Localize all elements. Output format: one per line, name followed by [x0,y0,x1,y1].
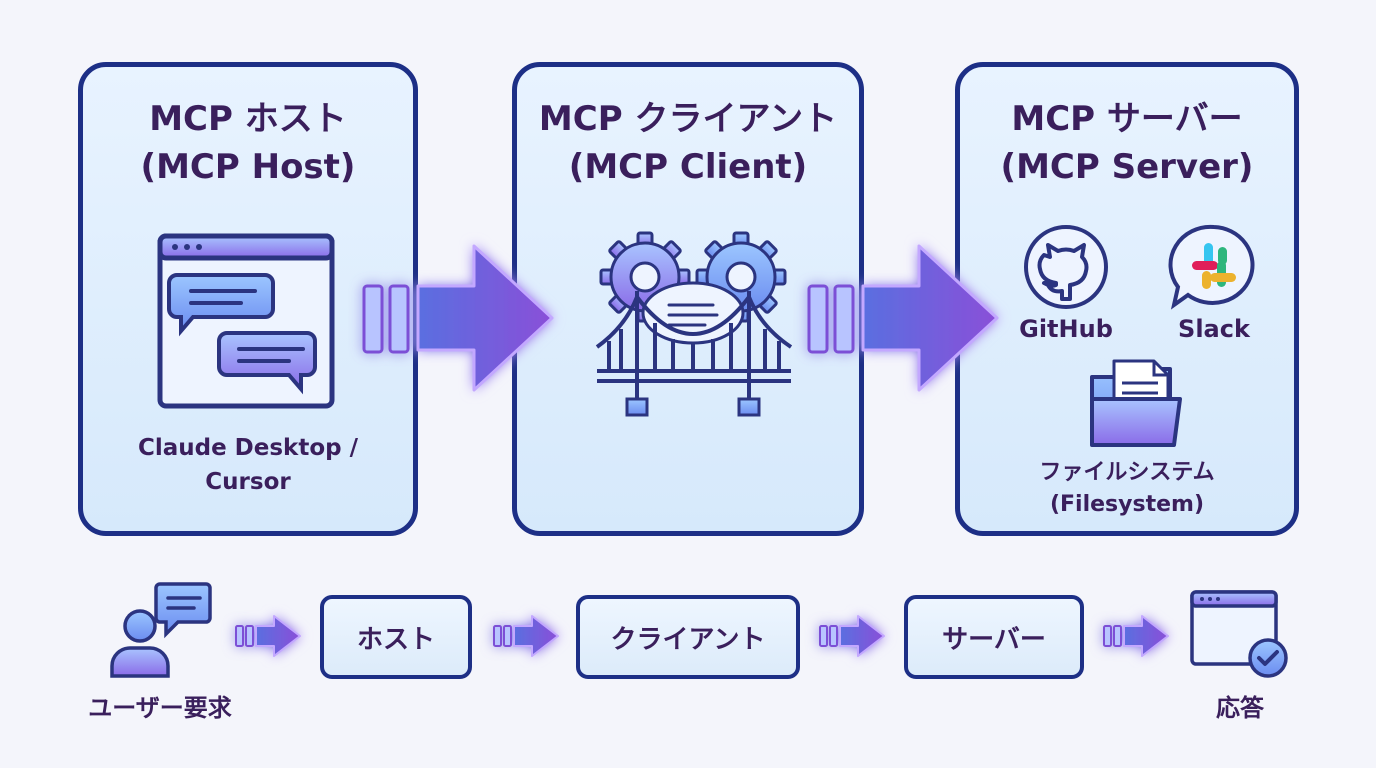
flow-arrow-3 [819,615,885,657]
host-caption-line1: Claude Desktop / [137,435,359,461]
slack-icon [1168,224,1255,310]
host-caption: Claude Desktop / Cursor [83,431,413,499]
chat-window-icon [157,233,335,409]
host-title-en: (MCP Host) [140,147,356,187]
github-icon [1024,225,1108,309]
slack-label: Slack [1178,315,1250,343]
flow-client-box: クライアント [576,595,800,679]
server-title: MCP サーバー (MCP Server) [960,95,1294,191]
folder-document-icon [1090,359,1182,447]
client-title-en: (MCP Client) [568,147,808,187]
host-caption-line2: Cursor [205,469,291,495]
server-title-ja: MCP サーバー [1011,99,1243,139]
client-title-ja: MCP クライアント [538,99,838,139]
flow-host-box: ホスト [320,595,472,679]
filesystem-caption: ファイルシステム (Filesystem) [960,457,1294,521]
user-request-label: ユーザー要求 [88,694,232,722]
client-to-server-arrow [807,244,999,392]
flow-server-box: サーバー [904,595,1084,679]
browser-check-icon [1190,590,1288,678]
server-panel: MCP サーバー (MCP Server) GitHub Slack ファイルシ… [955,62,1299,536]
host-title-ja: MCP ホスト [149,99,347,139]
response-label: 応答 [1216,694,1264,722]
filesystem-caption-line2: (Filesystem) [1049,492,1205,517]
gears-bridge-icon [595,231,793,417]
server-title-en: (MCP Server) [1000,147,1254,187]
host-title: MCP ホスト (MCP Host) [83,95,413,191]
github-label: GitHub [1019,315,1113,343]
host-to-client-arrow [362,244,554,392]
flow-arrow-1 [235,615,301,657]
filesystem-caption-line1: ファイルシステム [1039,460,1215,485]
host-panel: MCP ホスト (MCP Host) Claude Desktop / Curs… [78,62,418,536]
flow-arrow-2 [493,615,559,657]
flow-arrow-4 [1103,615,1169,657]
client-title: MCP クライアント (MCP Client) [517,95,859,191]
user-chat-icon [110,582,212,678]
